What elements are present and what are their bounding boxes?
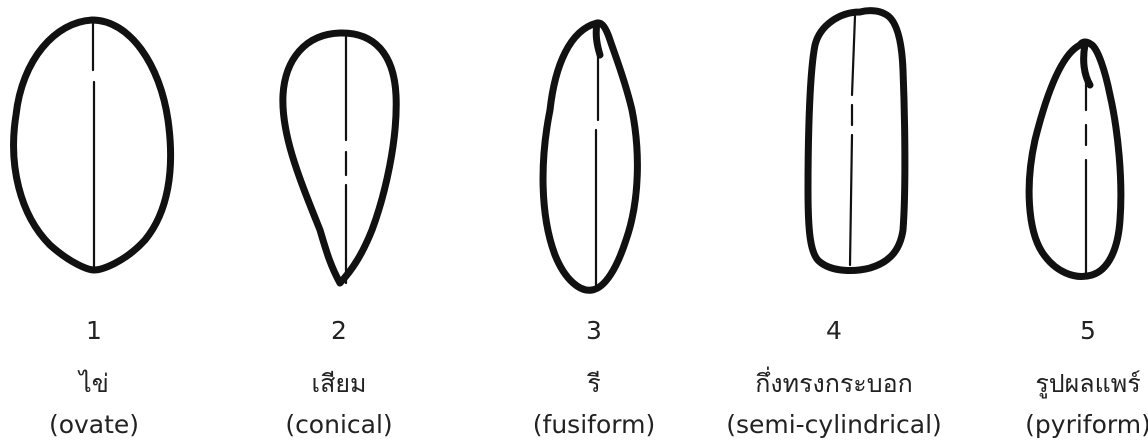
shape-2-english-name: (conical) [219,410,459,439]
pyriform-seed-shape [1029,42,1121,276]
conical-seed-shape [283,33,396,283]
shape-2-thai-name: เสียม [219,364,459,404]
shape-5-number: 5 [968,316,1148,345]
shape-3-thai-name: รี [474,364,714,404]
semi-cylindrical-seed-shape [808,11,905,271]
shape-4-thai-name: กึ่งทรงกระบอก [714,364,954,404]
shape-1-number: 1 [0,316,214,345]
shape-4-number: 4 [714,316,954,345]
shape-5-english-name: (pyriform) [968,410,1148,439]
shape-3-number: 3 [474,316,714,345]
shape-1-english-name: (ovate) [0,410,214,439]
shape-5-thai-name: รูปผลแพร์ [968,364,1148,404]
shape-4-english-name: (semi-cylindrical) [714,410,954,439]
shape-1-thai-name: ไข่ [0,364,214,404]
ovate-seed-shape [14,20,171,270]
fusiform-seed-shape [543,23,637,290]
shape-3-english-name: (fusiform) [474,410,714,439]
shape-2-number: 2 [219,316,459,345]
